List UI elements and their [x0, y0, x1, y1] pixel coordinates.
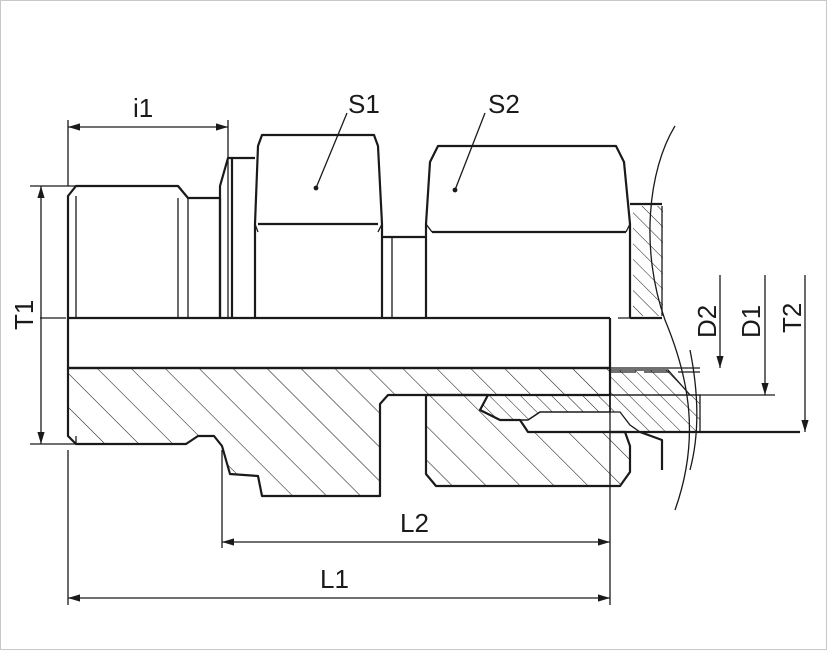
label-l2: L2: [400, 508, 429, 538]
label-i1: i1: [133, 93, 153, 123]
dimension-lines: [30, 112, 809, 605]
label-d1: D1: [736, 305, 766, 338]
label-t1: T1: [9, 300, 39, 330]
label-s1: S1: [348, 89, 380, 119]
break-lines: [649, 125, 698, 511]
bore: [40, 316, 700, 373]
body-section: [66, 366, 800, 498]
label-s2: S2: [488, 89, 520, 119]
body-outer-view: [66, 133, 662, 320]
label-t2: T2: [777, 303, 807, 333]
label-l1: L1: [320, 564, 349, 594]
label-d2: D2: [692, 305, 722, 338]
